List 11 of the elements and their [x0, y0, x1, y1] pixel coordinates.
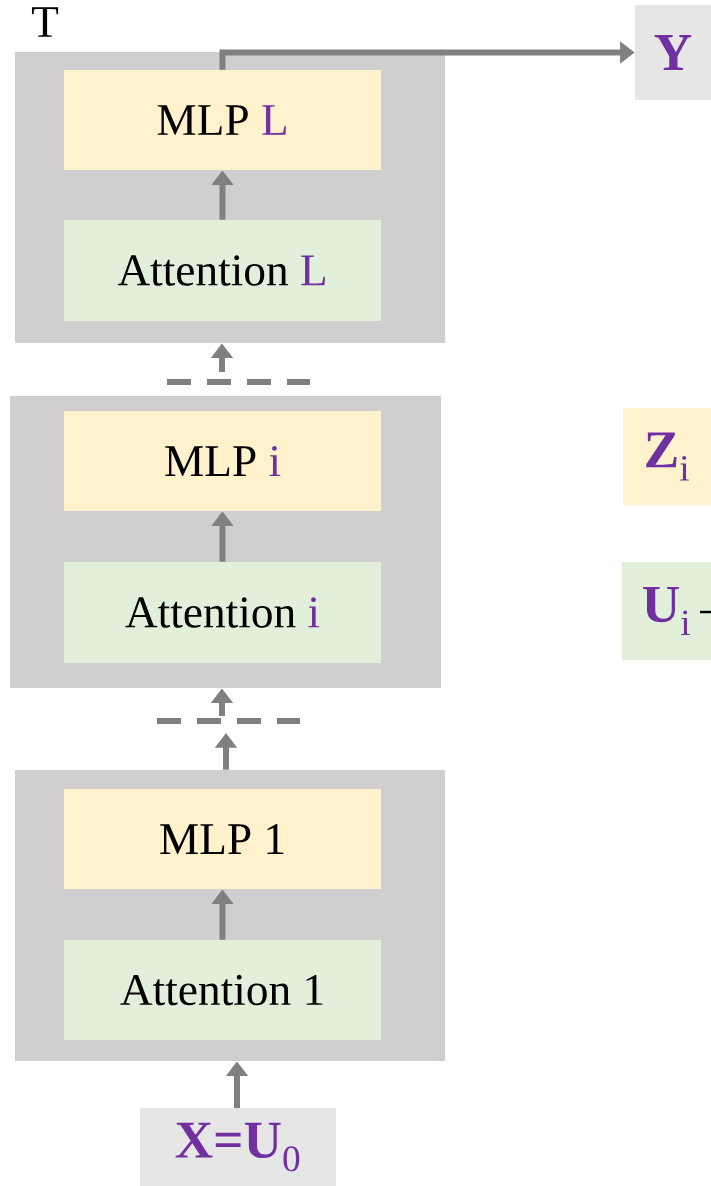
- mlp-box: MLP i: [64, 411, 381, 511]
- attention-box: Attention i: [64, 562, 381, 663]
- attention-box: Attention L: [64, 220, 381, 321]
- attention-box: Attention 1: [64, 940, 381, 1040]
- variable-box: Z$_{i}$: [623, 408, 711, 505]
- output-box: Y: [635, 5, 711, 100]
- mlp-box: MLP L: [64, 70, 381, 170]
- input-box: X=U$_{0}$: [140, 1108, 336, 1186]
- title-text: T: [31, 7, 59, 37]
- mlp-box: MLP 1: [64, 789, 381, 889]
- variable-box: U$_{i}$: [622, 562, 711, 660]
